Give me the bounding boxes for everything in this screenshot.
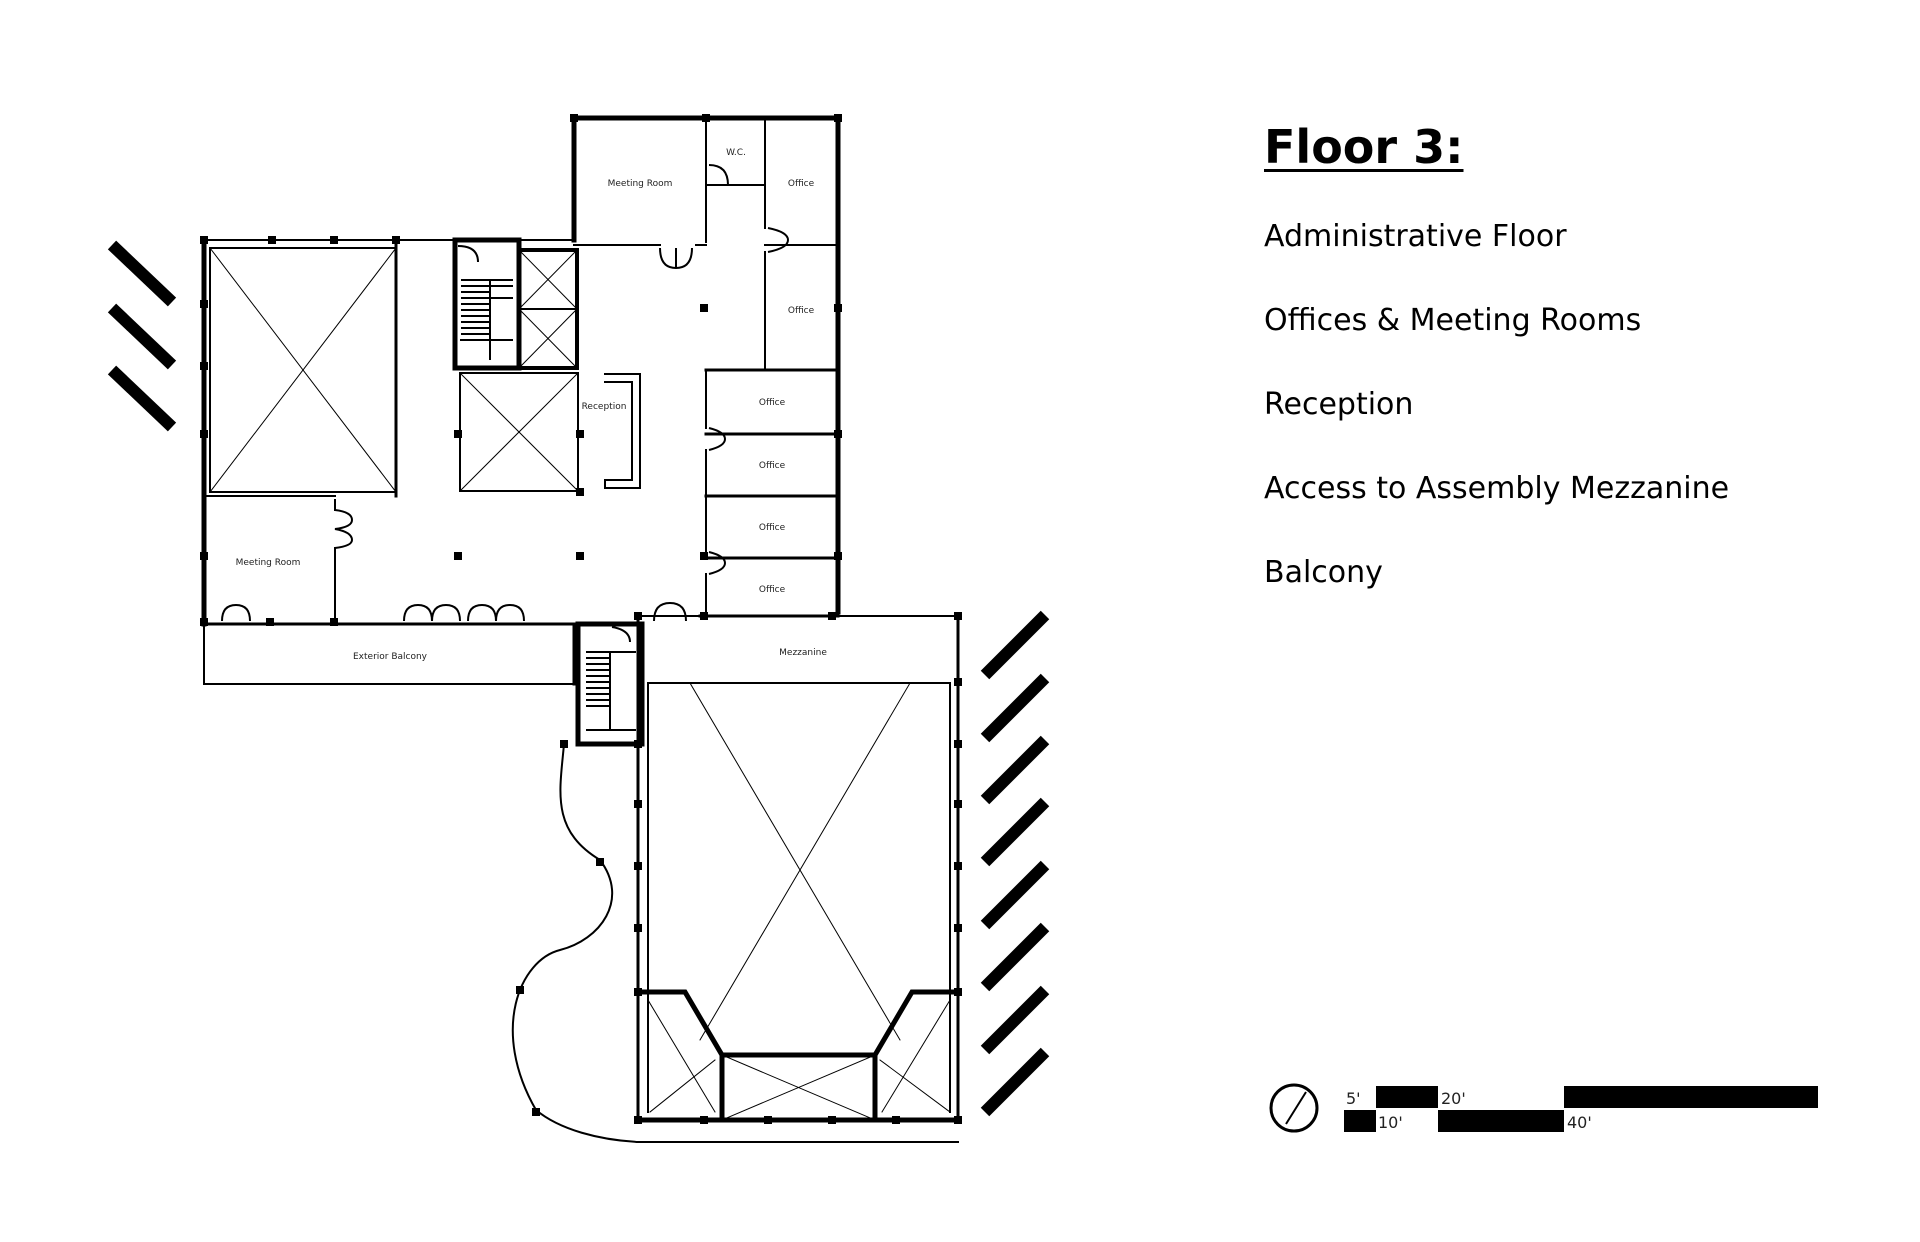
label-office-1: Office	[788, 179, 815, 189]
hatch-right	[980, 610, 1050, 1117]
stair-treads-top	[460, 279, 513, 360]
scale-label-20: 20'	[1441, 1089, 1466, 1108]
north-arrow-icon	[1269, 1083, 1319, 1133]
columns	[200, 114, 962, 1124]
scale-bar: 5' 10' 20' 40'	[1344, 1086, 1818, 1132]
scale-label-10: 10'	[1378, 1113, 1403, 1132]
scale-label-5: 5'	[1346, 1089, 1361, 1108]
label-wc: W.C.	[726, 148, 746, 158]
feature-item: Balcony	[1264, 555, 1383, 590]
label-office-6: Office	[759, 585, 786, 595]
feature-item: Offices & Meeting Rooms	[1264, 303, 1642, 338]
floor-title: Floor 3:	[1264, 120, 1464, 174]
label-reception: Reception	[582, 402, 627, 412]
room-labels: Meeting Room W.C. Office Office Office O…	[236, 148, 828, 662]
feature-item: Reception	[1264, 387, 1414, 422]
label-meeting-room-top: Meeting Room	[608, 179, 673, 189]
info-panel: Floor 3: Administrative Floor Offices & …	[1264, 120, 1729, 632]
hatch-left	[107, 240, 177, 432]
label-mezzanine: Mezzanine	[779, 648, 827, 658]
walls	[201, 115, 961, 1144]
label-office-2: Office	[788, 306, 815, 316]
label-office-4: Office	[759, 461, 786, 471]
feature-item: Administrative Floor	[1264, 219, 1567, 254]
label-office-3: Office	[759, 398, 786, 408]
stair-treads-lower	[586, 651, 636, 731]
doors	[221, 164, 790, 643]
scale-label-40: 40'	[1567, 1113, 1592, 1132]
feature-list: Administrative Floor Offices & Meeting R…	[1264, 212, 1729, 632]
label-office-5: Office	[759, 523, 786, 533]
label-exterior-balcony: Exterior Balcony	[353, 652, 428, 662]
label-meeting-room-left: Meeting Room	[236, 558, 301, 568]
feature-item: Access to Assembly Mezzanine	[1264, 471, 1730, 506]
